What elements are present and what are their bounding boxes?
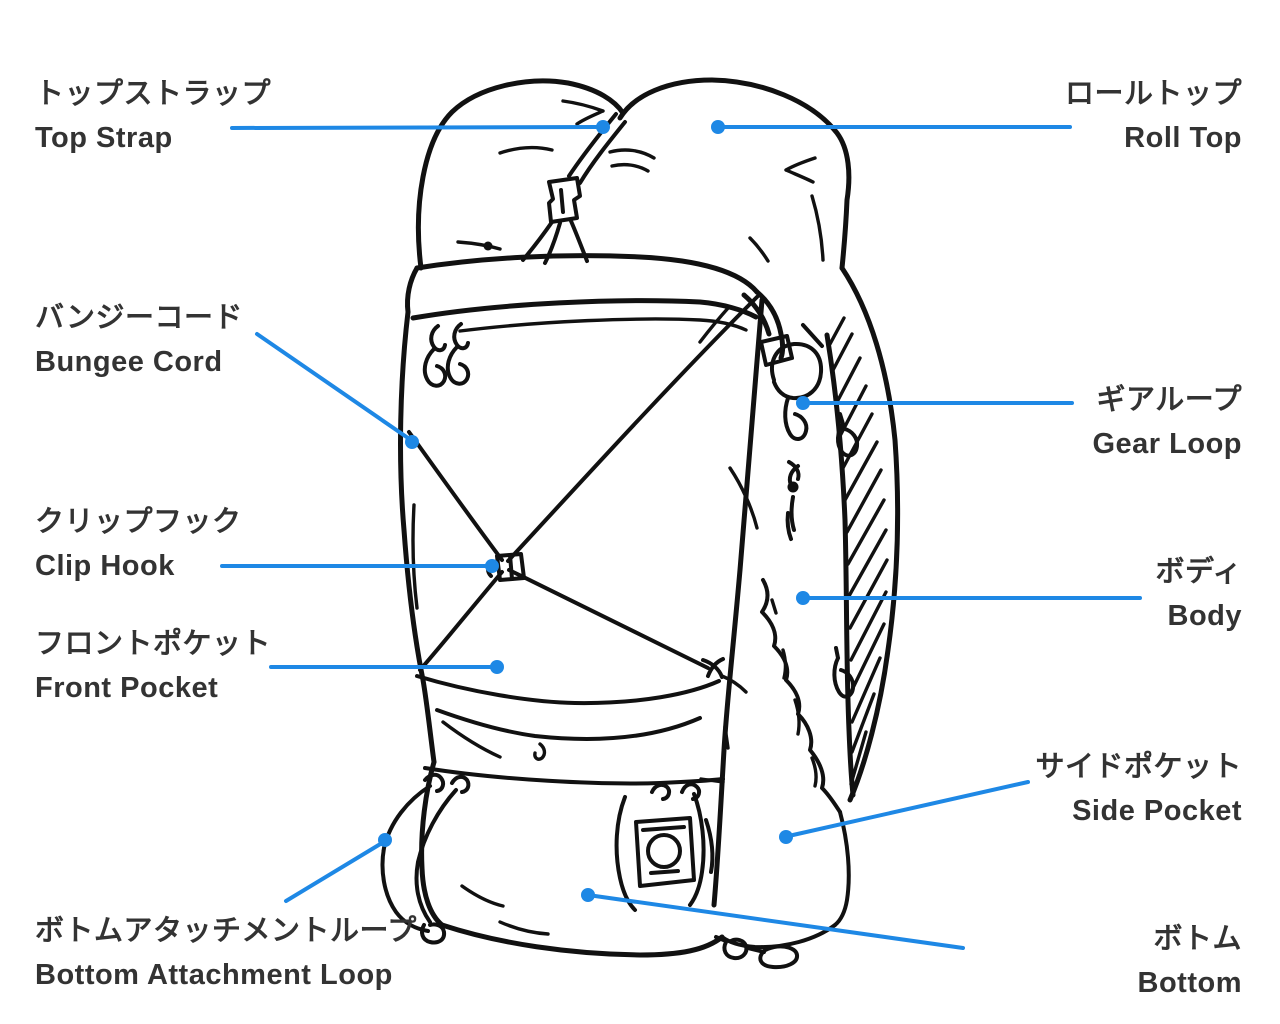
logo-patch xyxy=(634,816,696,888)
label-side-pocket-en: Side Pocket xyxy=(1072,795,1242,827)
label-front-pocket-en: Front Pocket xyxy=(35,672,219,704)
label-bungee-cord: バンジーコード Bungee Cord xyxy=(35,296,243,384)
roll-top-creases xyxy=(456,99,825,263)
label-clip-hook-en: Clip Hook xyxy=(35,550,175,582)
label-roll-top: ロールトップ Roll Top xyxy=(1065,72,1242,160)
callout-line-top-strap xyxy=(230,125,599,130)
callout-dot-bottom-attachment-loop xyxy=(378,833,392,847)
front-pocket-drawing xyxy=(415,674,725,786)
label-bungee-cord-ja: バンジーコード xyxy=(35,302,243,334)
label-gear-loop-en: Gear Loop xyxy=(1092,428,1242,460)
label-bottom-ja: ボトム xyxy=(1153,923,1242,955)
callout-dot-bottom xyxy=(581,888,595,902)
label-body-en: Body xyxy=(1167,600,1242,632)
callout-line-bungee-cord xyxy=(255,332,410,440)
label-body-ja: ボディ xyxy=(1155,556,1242,588)
label-body: ボディ Body xyxy=(1156,550,1242,638)
callout-dot-body xyxy=(796,591,810,605)
callout-dot-roll-top xyxy=(711,120,725,134)
label-bungee-cord-en: Bungee Cord xyxy=(35,346,223,378)
label-clip-hook: クリップフック Clip Hook xyxy=(35,500,242,588)
bottom-attachment-loop-drawing xyxy=(380,772,471,945)
label-top-strap: トップストラップ Top Strap xyxy=(35,72,271,160)
callout-line-bottom xyxy=(593,894,965,950)
callout-dot-bungee-cord xyxy=(405,435,419,449)
front-pocket-creases xyxy=(441,720,547,761)
side-pocket-drawing xyxy=(720,578,851,950)
label-bottom: ボトム Bottom xyxy=(1138,917,1242,1005)
label-top-strap-en: Top Strap xyxy=(35,122,173,154)
zipper-line xyxy=(458,317,748,333)
label-roll-top-ja: ロールトップ xyxy=(1064,78,1242,110)
callout-dot-top-strap xyxy=(596,120,610,134)
callout-dot-clip-hook xyxy=(485,559,499,573)
back-panel-hatching xyxy=(828,316,889,786)
label-gear-loop: ギアループ Gear Loop xyxy=(1092,378,1242,466)
callout-dot-side-pocket xyxy=(779,830,793,844)
callout-dot-front-pocket xyxy=(490,660,504,674)
label-gear-loop-ja: ギアループ xyxy=(1096,384,1242,416)
label-side-pocket: サイドポケット Side Pocket xyxy=(1035,745,1242,833)
front-panel-creases xyxy=(411,305,759,784)
label-front-pocket: フロントポケット Front Pocket xyxy=(35,622,271,710)
callout-line-bottom-attachment-loop xyxy=(284,841,384,903)
zipper-pulls xyxy=(422,322,471,388)
label-bottom-attachment-loop-en: Bottom Attachment Loop xyxy=(35,959,393,991)
back-panel-drawing xyxy=(824,265,901,803)
side-pocket-creases xyxy=(720,598,818,788)
label-bottom-attachment-loop-ja: ボトムアタッチメントループ xyxy=(35,915,417,947)
front-panel-edges xyxy=(398,297,765,908)
label-bottom-attachment-loop: ボトムアタッチメントループ Bottom Attachment Loop xyxy=(35,909,417,997)
bottom-cord-loops xyxy=(714,935,799,970)
label-clip-hook-ja: クリップフック xyxy=(35,506,242,538)
side-cord-loops xyxy=(832,412,860,699)
gear-loop-drawing xyxy=(759,323,824,541)
bungee-cord-drawing xyxy=(407,295,759,679)
bottom-creases xyxy=(460,884,550,936)
logo-pouch-drawing xyxy=(614,782,715,912)
label-bottom-en: Bottom xyxy=(1137,967,1242,999)
front-panel-collar xyxy=(405,253,785,361)
callout-line-side-pocket xyxy=(791,780,1030,837)
top-strap-drawing xyxy=(521,112,627,265)
label-side-pocket-ja: サイドポケット xyxy=(1035,751,1242,783)
callout-dot-gear-loop xyxy=(796,396,810,410)
label-top-strap-ja: トップストラップ xyxy=(35,78,272,110)
backpack-illustration xyxy=(380,77,901,970)
label-front-pocket-ja: フロントポケット xyxy=(35,628,272,660)
roll-top-drawing xyxy=(415,77,852,271)
callouts xyxy=(220,120,1142,950)
label-roll-top-en: Roll Top xyxy=(1124,122,1242,154)
